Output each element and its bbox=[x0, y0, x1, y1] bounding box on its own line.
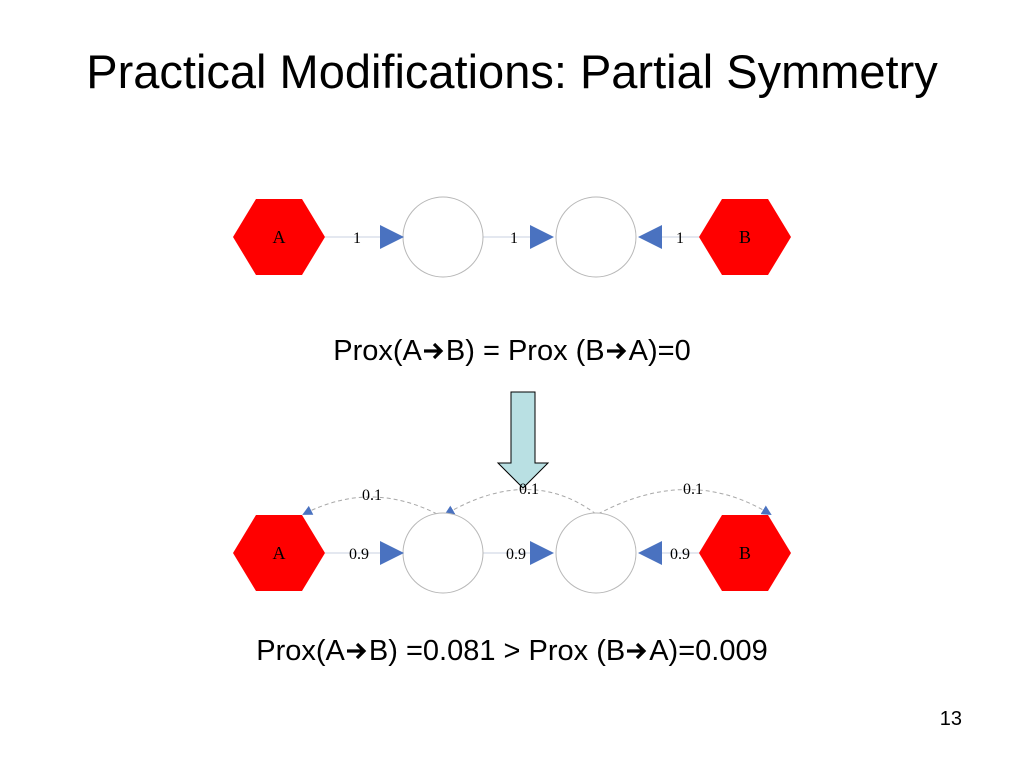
arrowhead-icon bbox=[380, 225, 404, 249]
page-number: 13 bbox=[939, 708, 962, 730]
backward-weight-label: 0.1 bbox=[362, 487, 382, 504]
arrowhead-icon bbox=[380, 541, 404, 565]
proximity-formula-asymmetric: Prox(A B) =0.081 > Prox (B A)=0.009 bbox=[0, 633, 1024, 669]
formula-text: B) = Prox (B bbox=[445, 335, 605, 367]
formula-text: A)=0 bbox=[628, 335, 691, 367]
forward-weight-label: 0.9 bbox=[670, 546, 690, 563]
backward-edge-curve bbox=[302, 496, 438, 515]
node-a-label: A bbox=[273, 227, 286, 247]
arrowhead-icon bbox=[530, 225, 554, 249]
forward-weight-label: 0.9 bbox=[349, 546, 369, 563]
formula-text: A)=0.009 bbox=[649, 635, 768, 667]
arrowhead-icon bbox=[638, 541, 662, 565]
top-graph: A B 1 1 1 bbox=[233, 196, 791, 278]
intermediate-node-2 bbox=[555, 512, 637, 594]
backward-weight-label: 0.1 bbox=[683, 481, 703, 498]
node-b-label: B bbox=[739, 543, 751, 563]
proximity-formula-symmetric: Prox(A B) = Prox (B A)=0 bbox=[0, 333, 1024, 369]
forward-weight-label: 0.9 bbox=[506, 546, 526, 563]
right-arrow-icon bbox=[423, 342, 444, 360]
slide-title: Practical Modifications: Partial Symmetr… bbox=[86, 45, 938, 98]
down-arrow-icon bbox=[496, 391, 550, 489]
right-arrow-icon bbox=[606, 342, 626, 360]
edge-weight-label: 1 bbox=[510, 230, 518, 247]
backward-edge-curve bbox=[597, 489, 772, 516]
edge-weight-label: 1 bbox=[353, 230, 361, 247]
node-a-hexagon bbox=[233, 199, 325, 275]
right-arrow-icon bbox=[627, 642, 647, 660]
intermediate-node-2 bbox=[555, 196, 637, 278]
node-b-hexagon bbox=[699, 199, 791, 275]
arrowhead-icon bbox=[530, 541, 554, 565]
formula-text: Prox(A bbox=[333, 335, 422, 367]
backward-weight-label: 0.1 bbox=[519, 481, 539, 498]
formula-text: B) =0.081 > Prox (B bbox=[368, 635, 626, 667]
edge-weight-label: 1 bbox=[676, 230, 684, 247]
bottom-graph: A B 0.9 0.9 0.9 0.1 0.1 0.1 bbox=[233, 481, 791, 594]
arrowhead-icon bbox=[638, 225, 662, 249]
node-a-label: A bbox=[273, 543, 286, 563]
node-b-hexagon bbox=[699, 515, 791, 591]
right-arrow-icon bbox=[346, 642, 367, 660]
node-a-hexagon bbox=[233, 515, 325, 591]
node-b-label: B bbox=[739, 227, 751, 247]
intermediate-node-1 bbox=[402, 512, 484, 594]
formula-text: Prox(A bbox=[256, 635, 345, 667]
intermediate-node-1 bbox=[402, 196, 484, 278]
